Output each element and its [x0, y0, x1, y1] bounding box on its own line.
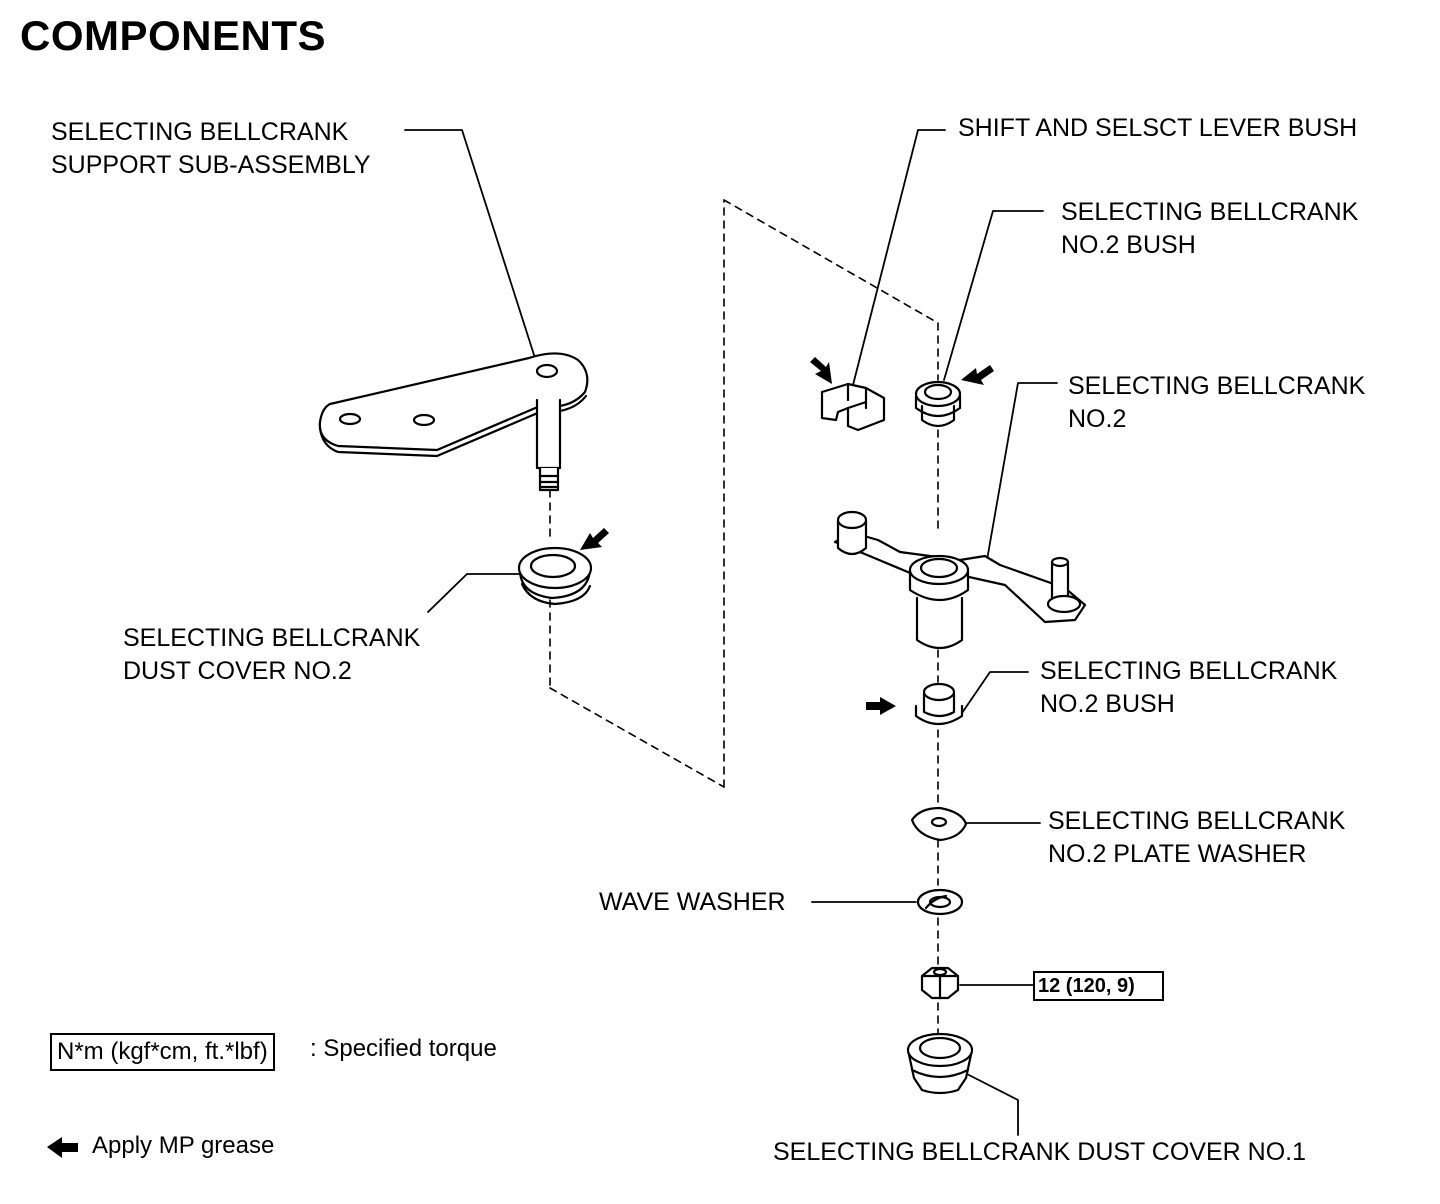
bellcrank-no2-part [833, 510, 1087, 650]
grease-arrows [47, 357, 994, 1158]
lever-bush-part [820, 382, 886, 432]
no2-bush-upper-part [914, 380, 962, 428]
grease-arrow-lever-bush [810, 357, 832, 384]
label-no2-bush-lower: SELECTING BELLCRANK NO.2 BUSH [1040, 657, 1338, 718]
no2-bush-lower-part [914, 682, 964, 726]
legend-grease-desc: Apply MP grease [92, 1132, 275, 1159]
dust-cover-no2-part [517, 546, 593, 606]
plate-washer-part [910, 806, 968, 842]
torque-value-box: 12 (120, 9) [1033, 971, 1164, 1001]
wave-washer-part [916, 888, 964, 916]
label-wave-washer: WAVE WASHER [599, 888, 786, 916]
label-lever-bush: SHIFT AND SELSCT LEVER BUSH [958, 114, 1358, 142]
page-title: COMPONENTS [20, 12, 327, 59]
nut-part [920, 966, 960, 1000]
grease-arrow-legend [47, 1137, 78, 1158]
grease-arrow-dust-cover-no2 [580, 528, 609, 550]
assembly-dashed-lines [549, 199, 939, 1036]
label-dust-cover-no1: SELECTING BELLCRANK DUST COVER NO.1 [773, 1138, 1307, 1166]
grease-arrow-no2-bush-lower [866, 697, 896, 715]
legend-torque-units-box: N*m (kgf*cm, ft.*lbf) [50, 1033, 275, 1071]
legend-torque-desc: : Specified torque [310, 1035, 497, 1062]
label-no2-bush-upper: SELECTING BELLCRANK NO.2 BUSH [1061, 198, 1359, 259]
label-bellcrank-no2: SELECTING BELLCRANK NO.2 [1068, 372, 1366, 433]
leader-lines [404, 129, 1058, 1136]
label-dust-cover-no2: SELECTING BELLCRANK DUST COVER NO.2 [123, 624, 421, 685]
support-sub-assembly-part [318, 352, 589, 492]
label-support-sub-assembly: SELECTING BELLCRANK SUPPORT SUB-ASSEMBLY [51, 118, 371, 179]
label-plate-washer: SELECTING BELLCRANK NO.2 PLATE WASHER [1048, 807, 1346, 868]
grease-arrow-no2-bush-upper [961, 365, 994, 385]
dust-cover-no1-part [906, 1032, 974, 1095]
